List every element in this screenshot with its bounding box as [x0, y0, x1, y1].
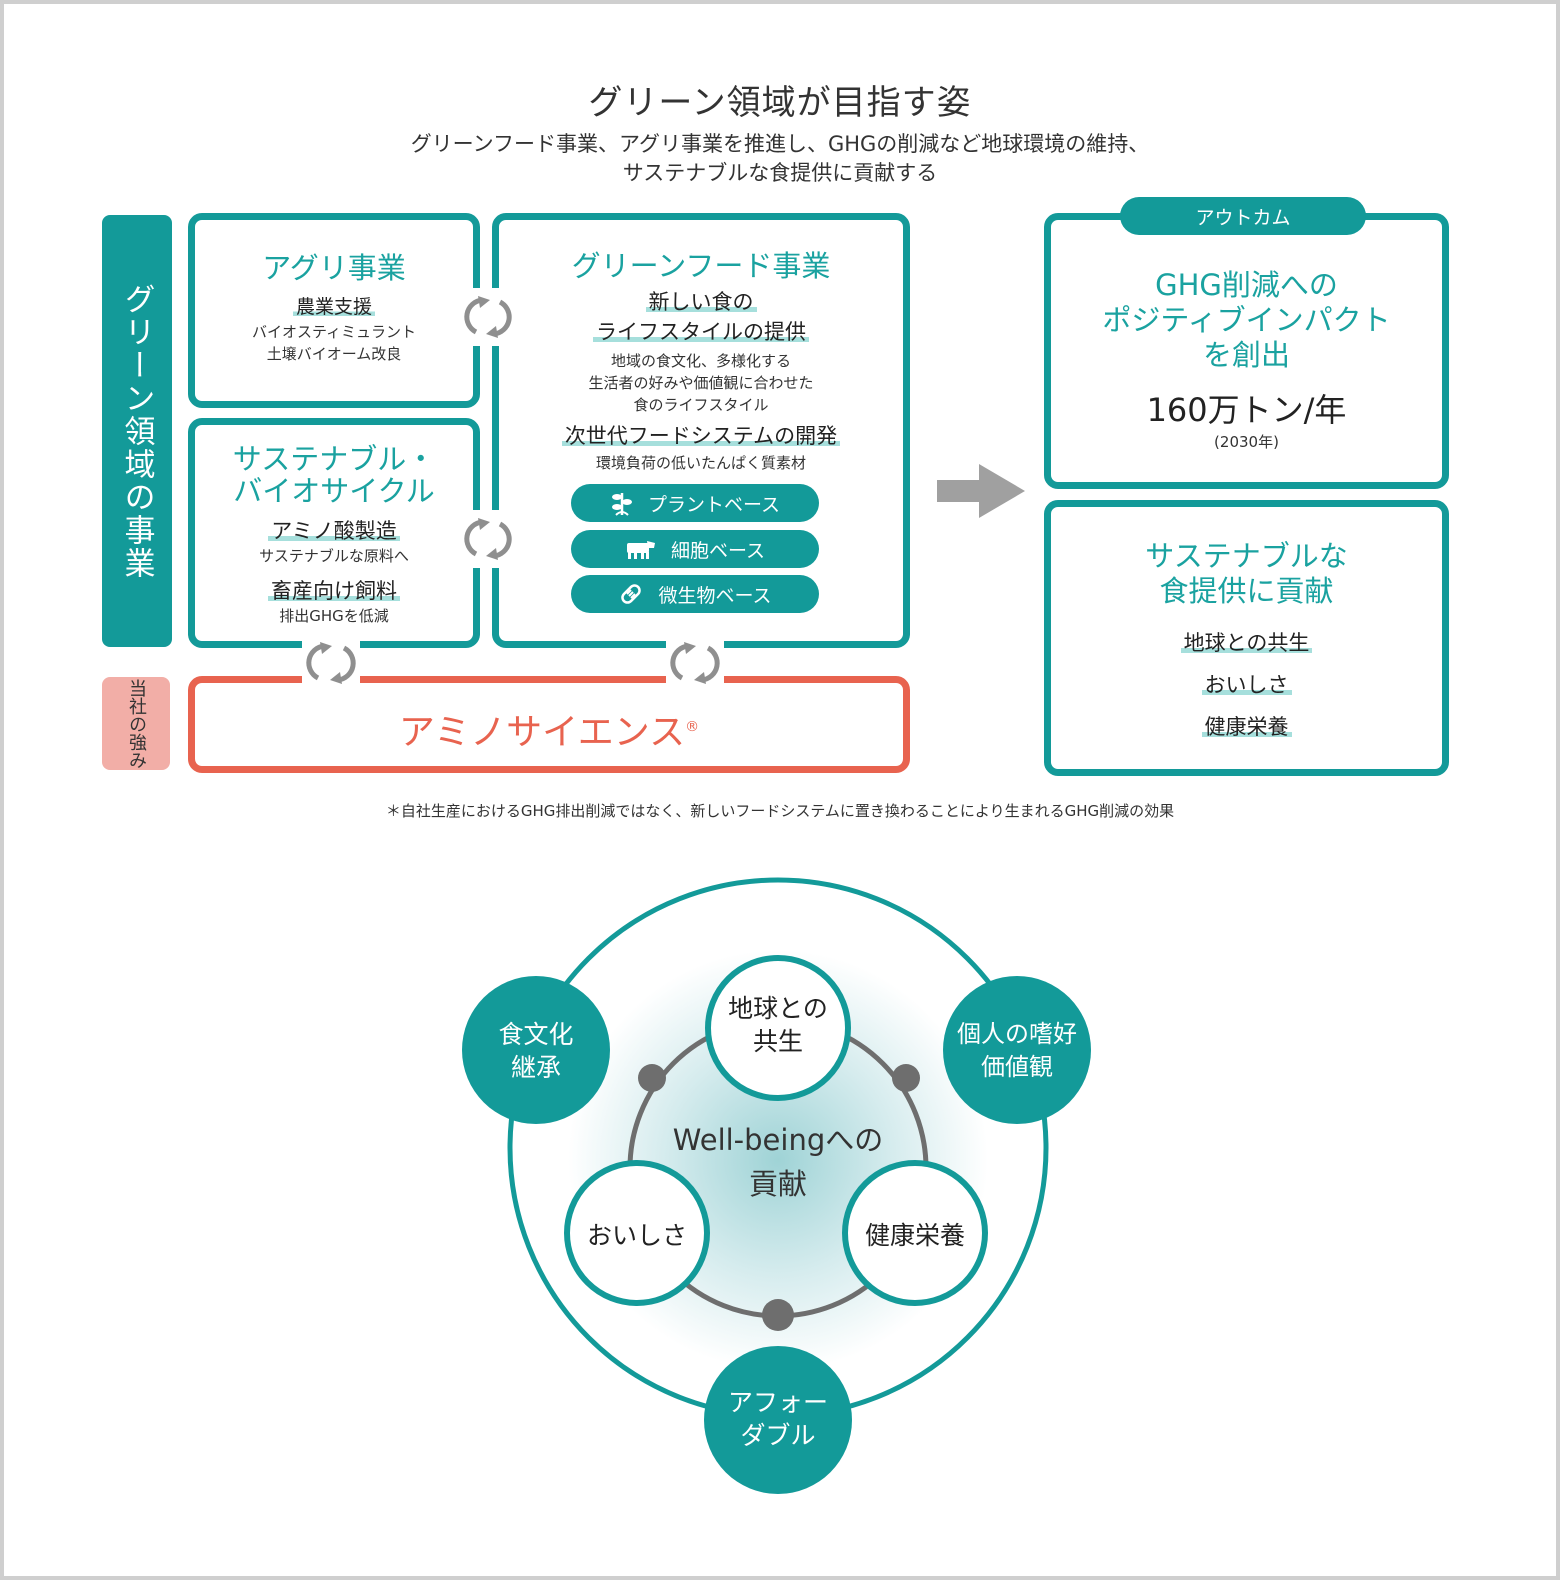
page-subtitle: グリーンフード事業、アグリ事業を推進し、GHGの削減など地球環境の維持、 サステ…	[0, 130, 1560, 188]
outer-node-affordable	[704, 1346, 852, 1494]
outcome-sustain-line-2: 食提供に貢献	[1159, 574, 1334, 608]
inner-node-earth-label: 地球との 共生	[708, 992, 848, 1058]
outcome-ghg-box: GHG削減への ポジティブインパクト を創出 160万トン/年 (2030年)	[1044, 213, 1449, 489]
node-line: 食文化	[498, 1020, 574, 1049]
greenfood-title: グリーンフード事業	[571, 249, 831, 283]
wellbeing-center-line-2: 貢献	[748, 1167, 807, 1201]
node-line: アフォー	[727, 1388, 828, 1417]
greenfood-desc-line: 地域の食文化、多様化する	[610, 352, 791, 370]
microbe-icon	[621, 584, 642, 604]
greenfood-desc-2: 環境負荷の低いたんぱく質素材	[595, 454, 806, 472]
wellbeing-center-label: Well-beingへの 貢献	[628, 1118, 928, 1206]
outcome-ghg-line-3: を創出	[1202, 338, 1290, 372]
aminoscience-label: アミノサイエンス	[398, 712, 686, 753]
pill-cell-based: 細胞ベース	[571, 530, 819, 568]
outer-node-culture-label: 食文化 継承	[462, 1018, 610, 1084]
wellbeing-center-line-1: Well-beingへの	[672, 1123, 884, 1157]
inner-node-health-label: 健康栄養	[864, 1221, 965, 1250]
outcome-sustain-line-1: サステナブルな	[1145, 539, 1348, 573]
outer-node-preference	[943, 976, 1091, 1124]
registered-mark: ®	[685, 719, 700, 735]
agri-line: 土壌バイオーム改良	[266, 345, 402, 363]
agri-line: バイオスティミュラント	[251, 323, 417, 341]
footnote: ＊自社生産におけるGHG排出削減ではなく、新しいフードシステムに置き換わることに…	[385, 802, 1175, 820]
aminoscience-box: アミノサイエンス®	[188, 676, 910, 773]
cow-icon	[626, 541, 655, 559]
outcome-item: おいしさ	[1201, 673, 1292, 697]
cycle-arrows-icon	[458, 510, 518, 568]
inner-node-taste	[564, 1160, 710, 1306]
business-side-label: グリーン領域の事業	[102, 215, 172, 647]
node-line: 個人の嗜好	[957, 1020, 1077, 1048]
node-line: 継承	[510, 1053, 561, 1082]
page-title: グリーン領域が目指す姿	[588, 83, 972, 123]
outcome-item: 地球との共生	[1180, 631, 1313, 655]
biocycle-desc: サステナブルな原料へ	[259, 547, 409, 565]
outcome-value: 160万トン/年	[1146, 391, 1347, 429]
outcome-sustain-box: サステナブルな 食提供に貢献 地球との共生 おいしさ 健康栄養	[1044, 500, 1449, 776]
cycle-arrows-icon	[666, 636, 724, 690]
node-line: 価値観	[981, 1053, 1053, 1081]
agri-business-box: アグリ事業 農業支援 バイオスティミュラント 土壌バイオーム改良	[188, 213, 480, 408]
greenfood-heading-1-line-1: 新しい食の	[645, 290, 757, 314]
pill-label: プラントベース	[647, 493, 781, 516]
biocycle-box: サステナブル・ バイオサイクル アミノ酸製造 サステナブルな原料へ 畜産向け飼料…	[188, 418, 480, 648]
outcome-tab: アウトカム	[1120, 197, 1366, 235]
pill-label: 微生物ベース	[658, 584, 772, 607]
outer-node-affordable-label: アフォー ダブル	[704, 1386, 852, 1452]
outcome-ghg-line-2: ポジティブインパクト	[1102, 303, 1391, 337]
ring-node	[762, 1299, 794, 1331]
plant-icon	[611, 493, 632, 516]
cycle-arrows-icon	[302, 636, 360, 690]
inner-node-taste-label: おいしさ	[586, 1221, 687, 1250]
pill-label: 細胞ベース	[670, 539, 766, 562]
node-line: 共生	[752, 1027, 803, 1056]
subtitle-line-1: グリーンフード事業、アグリ事業を推進し、GHGの削減など地球環境の維持、	[410, 132, 1150, 156]
biocycle-heading: 畜産向け飼料	[268, 579, 400, 603]
greenfood-desc-line: 食のライフスタイル	[633, 396, 769, 414]
subtitle-line-2: サステナブルな食提供に貢献する	[622, 161, 938, 185]
outer-node-preference-label: 個人の嗜好 価値観	[943, 1018, 1091, 1084]
biocycle-title-line-1: サステナブル・	[232, 442, 436, 476]
strength-side-label: 当社の強み	[102, 677, 170, 770]
greenfood-heading-1-line-2: ライフスタイルの提供	[593, 320, 809, 344]
pill-microbe-based: 微生物ベース	[571, 575, 819, 613]
biocycle-heading: アミノ酸製造	[268, 519, 400, 543]
outcome-year: (2030年)	[1214, 433, 1279, 451]
node-line: ダブル	[740, 1421, 816, 1450]
agri-heading: 農業支援	[292, 296, 375, 318]
agri-title: アグリ事業	[262, 251, 406, 285]
inner-node-health	[842, 1160, 988, 1306]
greenfood-desc-line: 生活者の好みや価値観に合わせた	[588, 374, 814, 392]
node-line: 地球との	[728, 994, 828, 1023]
cycle-arrows-icon	[458, 288, 518, 346]
ring-node	[638, 1064, 666, 1092]
biocycle-title-line-2: バイオサイクル	[233, 474, 435, 508]
outcome-ghg-line-1: GHG削減への	[1155, 268, 1338, 302]
greenfood-heading-2: 次世代フードシステムの開発	[561, 424, 841, 448]
right-arrow-icon	[937, 464, 1025, 518]
inner-node-earth	[705, 955, 851, 1101]
pill-plant-based: プラントベース	[571, 484, 819, 522]
outer-node-culture	[462, 976, 610, 1124]
biocycle-desc: 排出GHGを低減	[279, 607, 389, 625]
ring-node	[892, 1064, 920, 1092]
outcome-item: 健康栄養	[1201, 715, 1292, 739]
